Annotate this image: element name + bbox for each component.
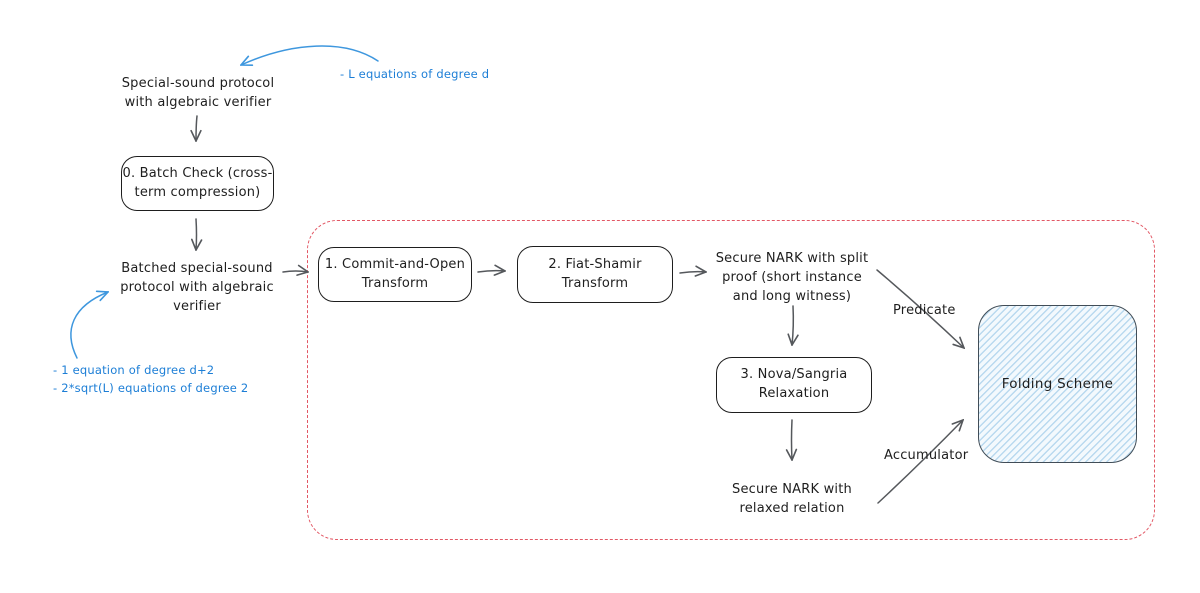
node-nova-sangria-box: 3. Nova/Sangria Relaxation [716, 357, 872, 413]
folding-scheme-label: Folding Scheme [1001, 376, 1114, 392]
node-commit-and-open-box: 1. Commit-and-Open Transform [318, 247, 472, 302]
arrow-special-to-batchcheck [196, 115, 197, 141]
node-batch-check-box: 0. Batch Check (cross- term compression) [121, 156, 274, 211]
arrow-annotation-to-batched [70, 292, 108, 359]
node-special-sound-protocol: Special-sound protocol with algebraic ve… [121, 76, 275, 110]
arrow-batched-to-commit [282, 271, 308, 272]
node-folding-scheme-box: Folding Scheme [978, 305, 1137, 463]
annotation-l-equations: - L equations of degree d [340, 67, 490, 81]
dashed-group-region [307, 220, 1155, 540]
annotation-batched-equations: - 1 equation of degree d+2 - 2*sqrt(L) e… [53, 363, 249, 395]
edge-label-accumulator: Accumulator [884, 448, 969, 463]
arrow-batchcheck-to-batched [196, 218, 197, 250]
arrow-annotation-to-special-sound [241, 45, 379, 65]
node-fiat-shamir-box: 2. Fiat-Shamir Transform [517, 246, 673, 303]
node-secure-nark-split: Secure NARK with split proof (short inst… [715, 251, 869, 304]
node-secure-nark-relaxed: Secure NARK with relaxed relation [732, 482, 852, 516]
edge-label-predicate: Predicate [893, 303, 956, 318]
node-batched-special-sound: Batched special-sound protocol with alge… [120, 261, 274, 314]
